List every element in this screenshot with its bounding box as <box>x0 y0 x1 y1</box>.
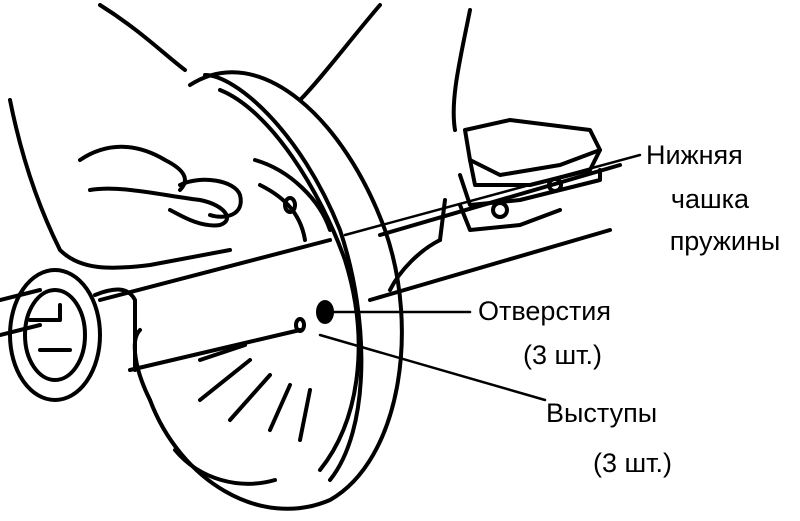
label-holes-line2: (3 шт.) <box>522 340 603 370</box>
label-holes-line1: Отверстия <box>478 296 612 326</box>
mounting-bracket <box>438 118 602 242</box>
rod-end-cap <box>8 268 137 402</box>
label-spring-seat-line3: пружины <box>669 226 781 256</box>
leader-spring-seat <box>343 153 642 237</box>
label-protrusions-line1: Выступы <box>546 398 658 428</box>
label-spring-seat-line1: Нижняя <box>646 140 743 170</box>
leader-protrusions <box>318 333 547 402</box>
lower-spring-seat <box>132 70 404 511</box>
leader-lines <box>318 153 642 402</box>
label-protrusions-line2: (3 шт.) <box>592 448 673 478</box>
hand <box>8 3 472 292</box>
label-spring-seat-line2: чашка <box>670 184 750 214</box>
